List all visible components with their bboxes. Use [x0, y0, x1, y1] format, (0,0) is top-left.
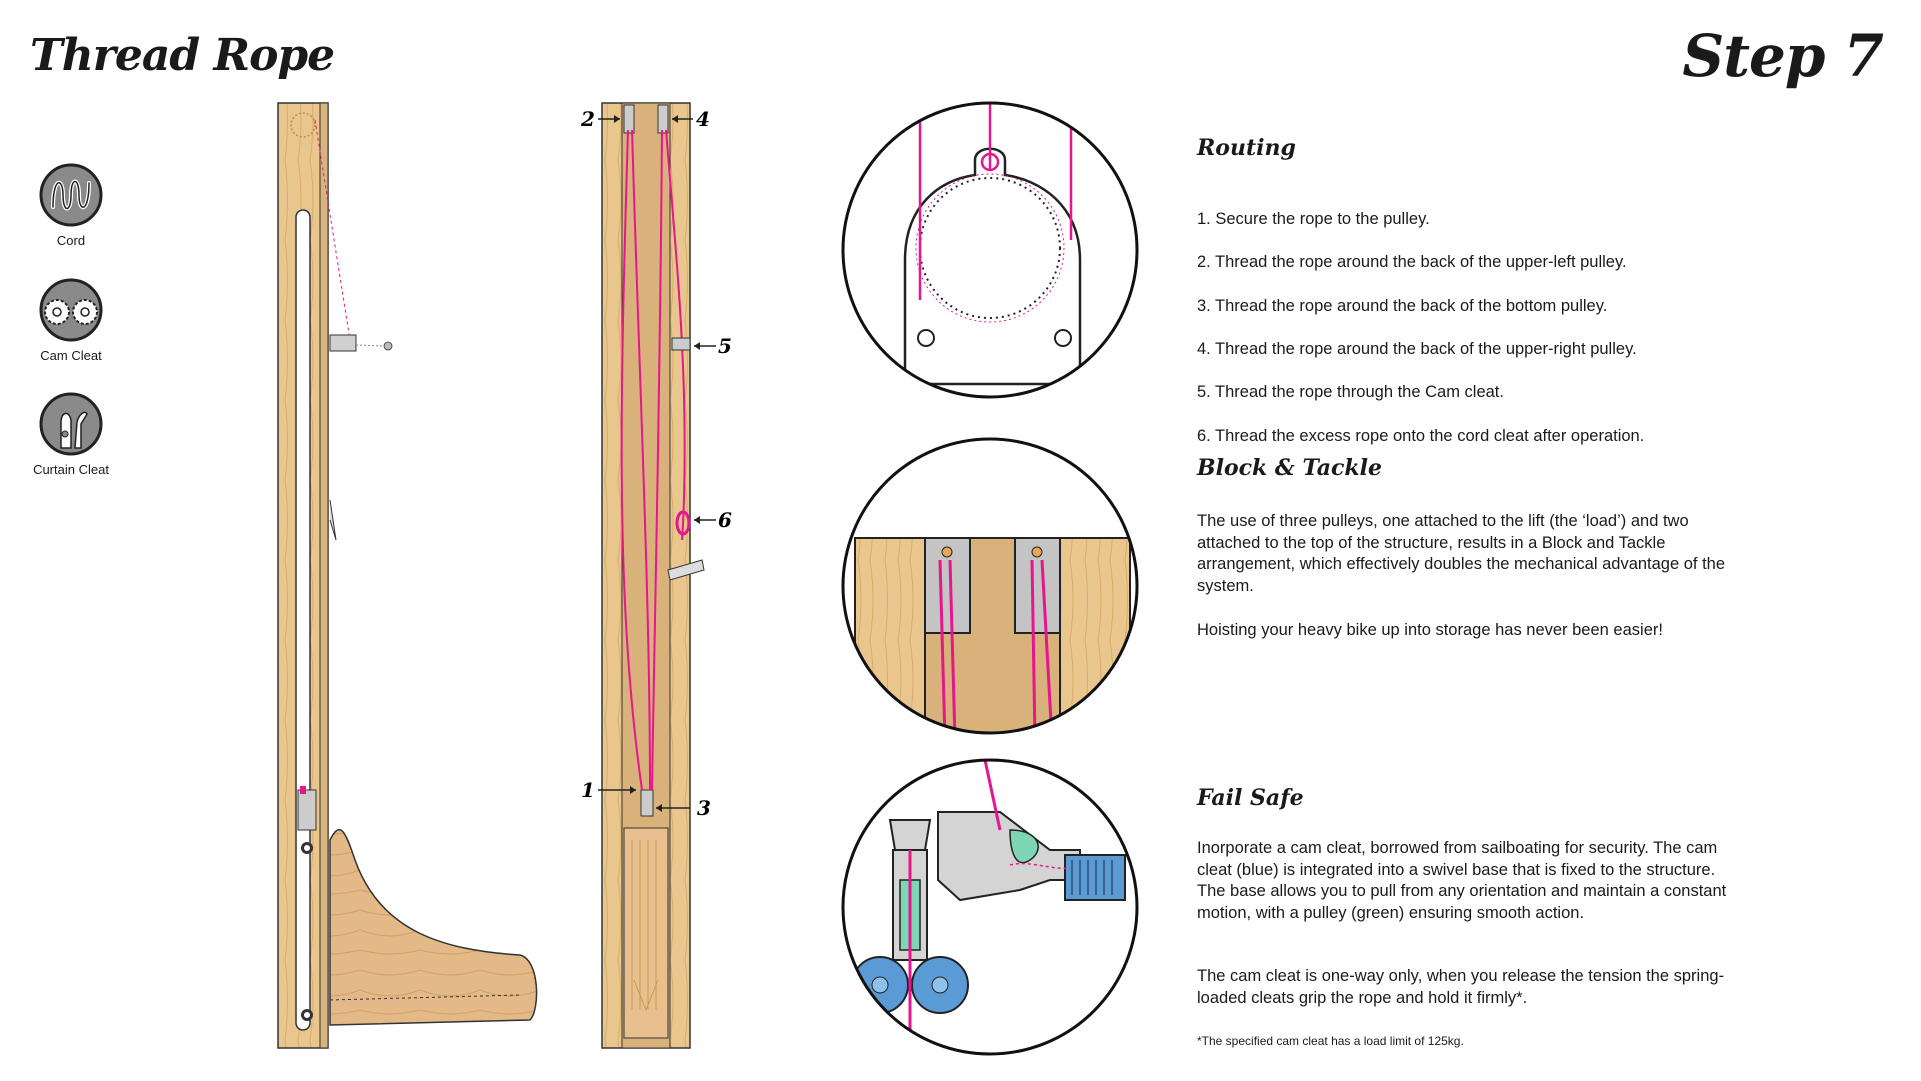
block-tackle-heading: Block & Tackle [1197, 455, 1382, 481]
fail-safe-heading: Fail Safe [1197, 785, 1304, 811]
routing-step: 1. Secure the rope to the pulley. [1197, 209, 1430, 228]
callout-5: 5 [718, 334, 732, 358]
callout-4: 4 [696, 107, 710, 131]
callouts: 2 4 5 6 1 3 [580, 107, 732, 820]
detail-circle-fail-safe [841, 758, 1139, 1056]
curtain-cleat-icon [39, 392, 103, 456]
block-tackle-paragraph-1: The use of three pulleys, one attached t… [1197, 512, 1726, 596]
side-view-post [277, 102, 538, 1049]
fail-safe-footnote: *The specified cam cleat has a load limi… [1197, 1034, 1464, 1048]
legend-item-cam-cleat: Cam Cleat [11, 278, 131, 363]
cam-cleat-icon [39, 278, 103, 342]
routing-step: 2. Thread the rope around the back of th… [1197, 253, 1627, 272]
callout-6: 6 [718, 508, 732, 532]
routing-steps: 1. Secure the rope to the pulley. 2. Thr… [1197, 187, 1737, 469]
legend-label-curtain-cleat: Curtain Cleat [33, 462, 109, 477]
routing-step: 4. Thread the rope around the back of th… [1197, 339, 1637, 358]
block-tackle-paragraph-2: Hoisting your heavy bike up into storage… [1197, 621, 1663, 639]
routing-heading: Routing [1197, 135, 1296, 161]
page-title: Thread Rope [30, 30, 335, 81]
legend-label-cord: Cord [56, 233, 86, 248]
detail-circle-block-tackle [841, 437, 1139, 735]
legend-label-cam-cleat: Cam Cleat [40, 348, 102, 363]
detail-circle-routing [841, 101, 1139, 399]
step-number: Step 7 [1682, 22, 1884, 90]
legend-item-cord: Cord [11, 163, 131, 248]
fail-safe-paragraph-1: Inorporate a cam cleat, borrowed from sa… [1197, 839, 1727, 923]
routing-step: 6. Thread the excess rope onto the cord … [1197, 426, 1645, 445]
callout-3: 3 [697, 796, 711, 820]
routing-step: 3. Thread the rope around the back of th… [1197, 296, 1608, 315]
legend-item-curtain-cleat: Curtain Cleat [11, 392, 131, 477]
front-view-post [601, 102, 705, 1049]
routing-step: 5. Thread the rope through the Cam cleat… [1197, 383, 1504, 402]
fail-safe-paragraph-2: The cam cleat is one-way only, when you … [1197, 967, 1725, 1007]
cord-icon [39, 163, 103, 227]
callout-1: 1 [581, 778, 595, 802]
callout-2: 2 [580, 107, 595, 131]
